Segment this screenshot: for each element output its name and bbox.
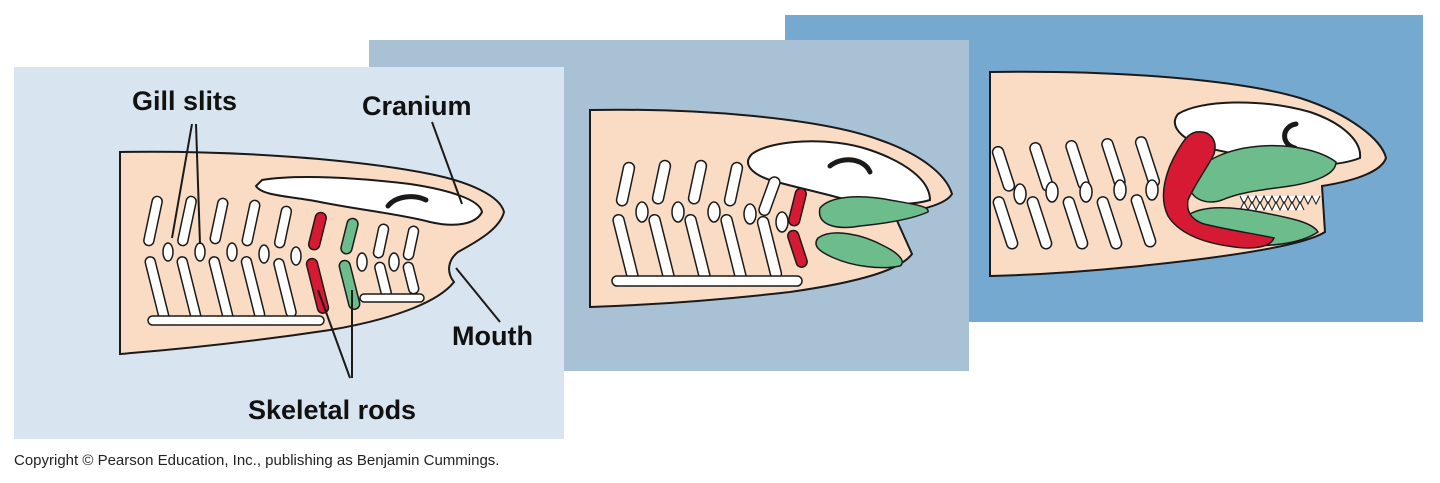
panel-1-green-rod-lower [338, 259, 361, 311]
label-mouth: Mouth [452, 321, 533, 351]
panel-2-eye-icon [827, 157, 873, 175]
label-skeletal-rods: Skeletal rods [248, 395, 416, 425]
panel-2-red-rod-lower [787, 229, 808, 268]
panel-1-red-rod-lower [305, 257, 330, 314]
panel-2-upper-jaw [818, 195, 929, 229]
panel-1-gill-skeleton [143, 195, 425, 326]
panel-1-green-rod-upper [340, 217, 359, 255]
panel-2-lower-jaw [815, 232, 904, 269]
panel-1-cranium [254, 176, 484, 226]
panel-1-jawless-ancestor: Gill slits Cranium Mouth Skeletal rods [14, 67, 564, 439]
panel-3-red-arch [1162, 131, 1276, 249]
panel-1-red-rod-upper [307, 211, 328, 251]
panel-2-red-rod-upper [787, 187, 808, 227]
copyright-notice: Copyright © Pearson Education, Inc., pub… [14, 452, 500, 469]
label-gill-slits: Gill slits [132, 86, 237, 116]
label-cranium: Cranium [362, 91, 472, 121]
panel-3-upper-jaw [1188, 144, 1337, 203]
panel-1-eye-icon [385, 194, 429, 209]
panel-2-gill-skeleton [611, 159, 803, 287]
panel-1-leader-lines [171, 121, 501, 379]
panel-3-gill-skeleton [991, 136, 1161, 250]
